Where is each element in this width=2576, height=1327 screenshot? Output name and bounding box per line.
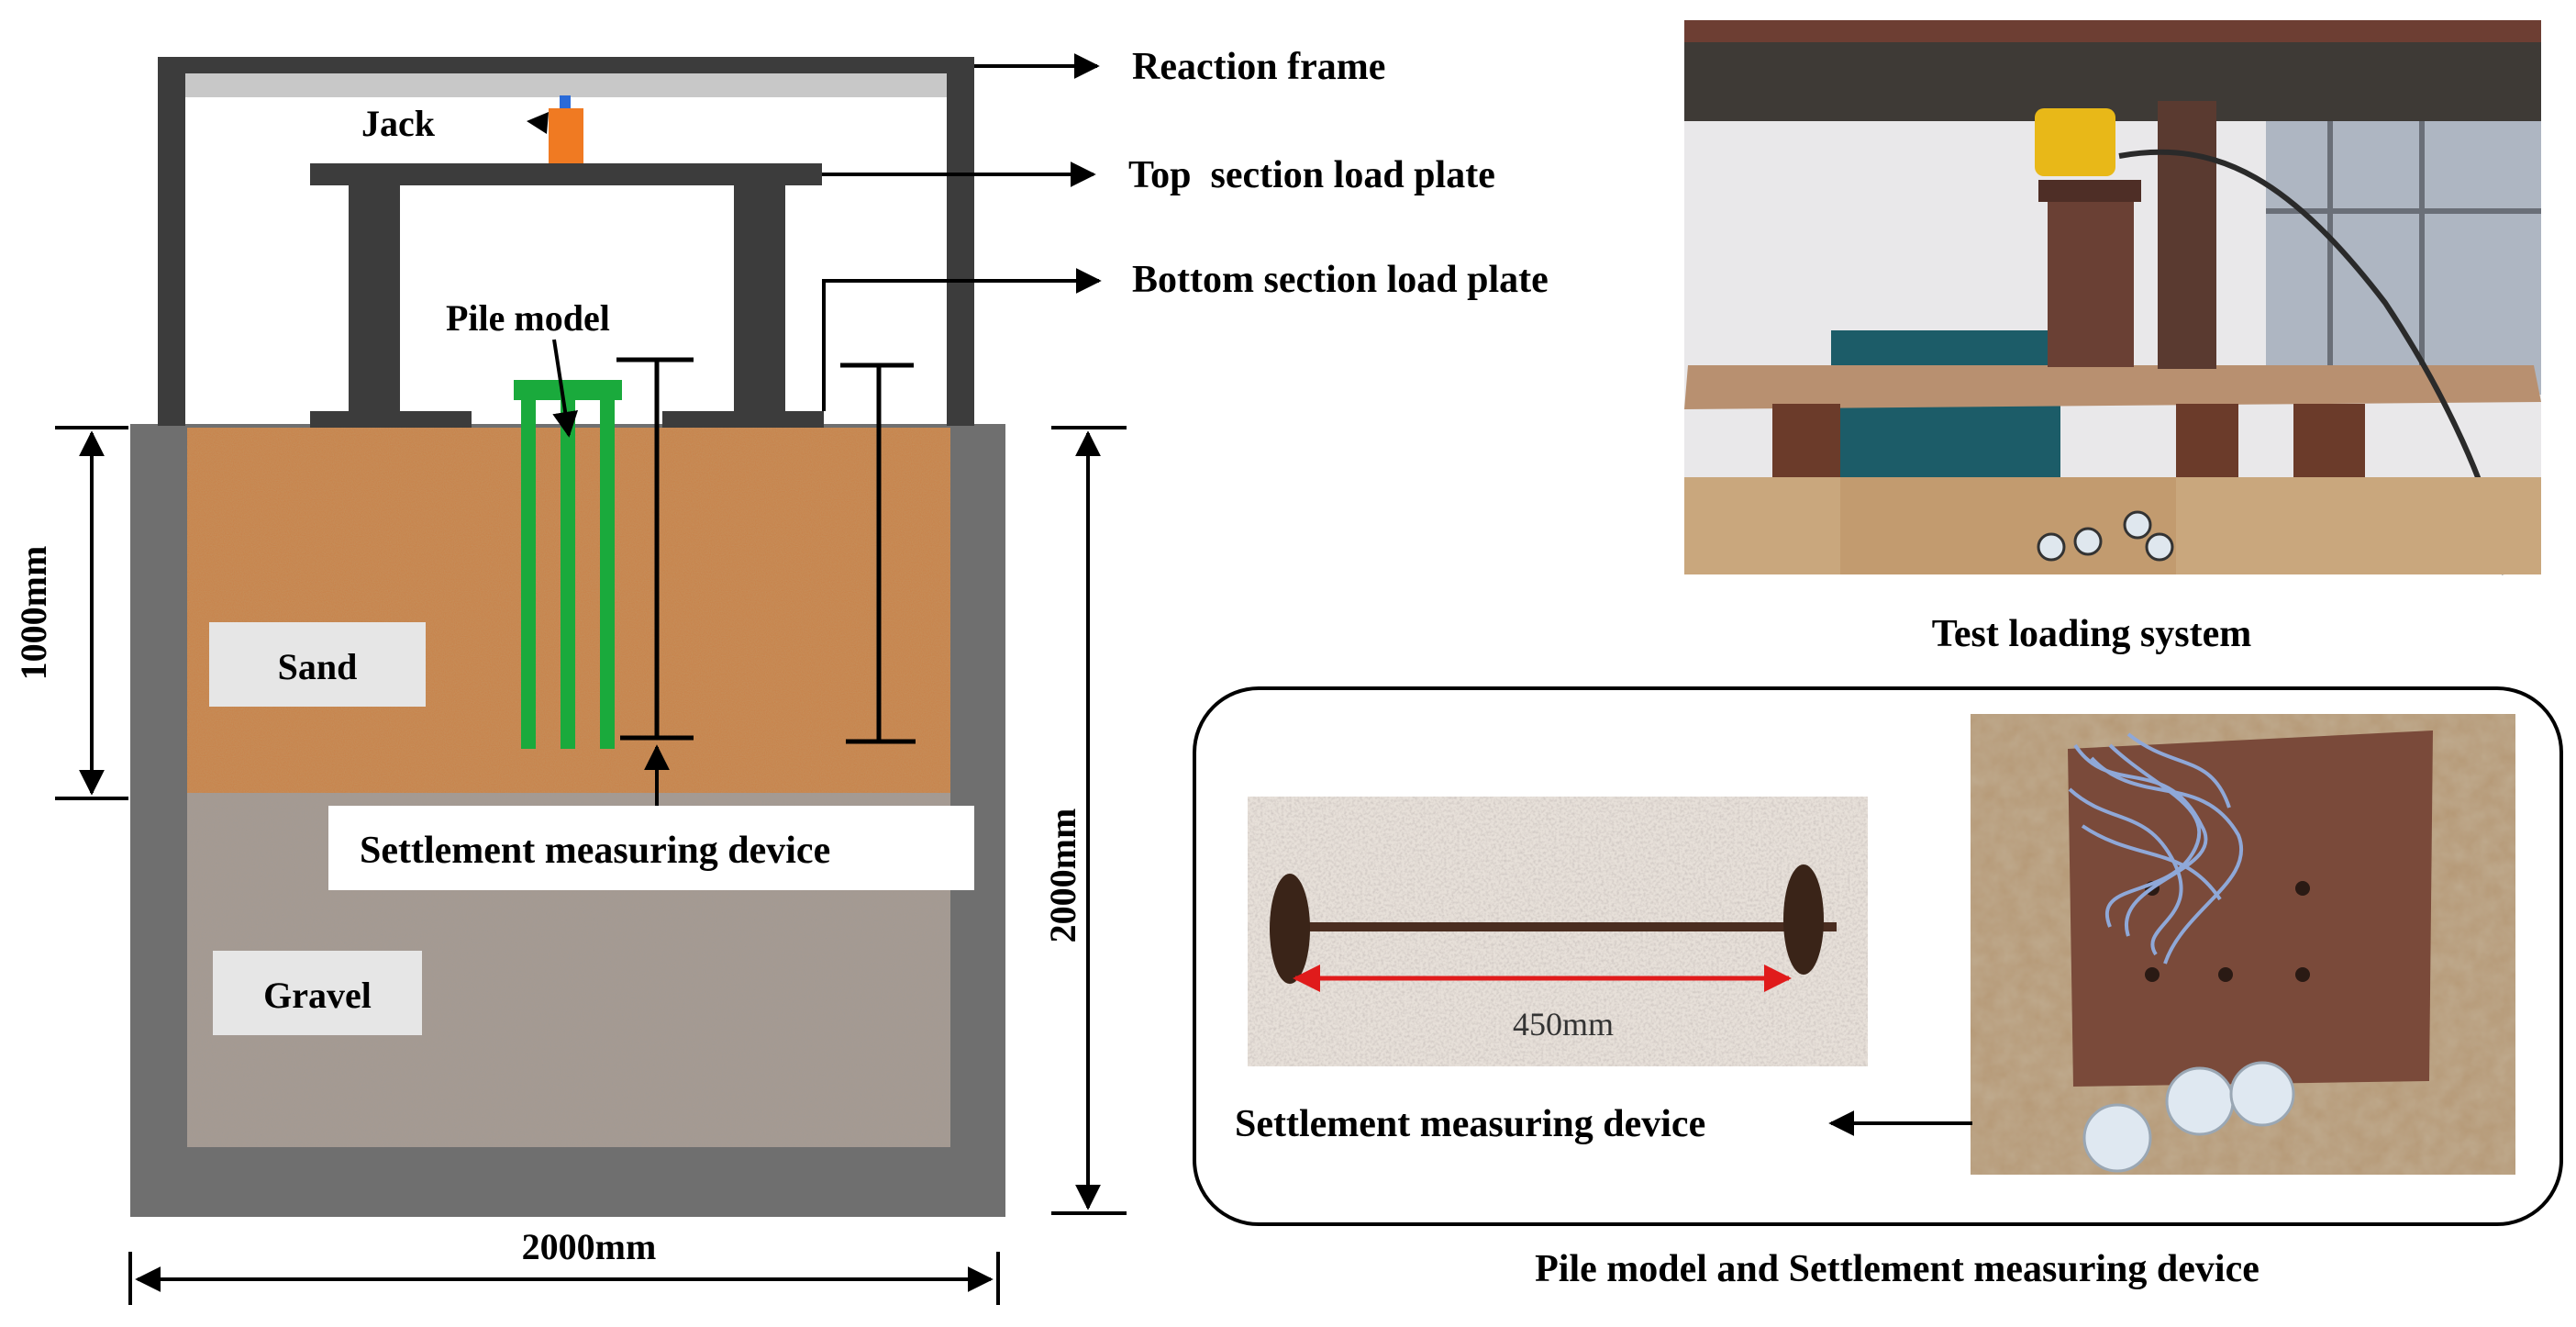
dim-1000-label: 1000mm bbox=[13, 546, 54, 681]
photo-settlement-label: Settlement measuring device bbox=[1235, 1103, 1705, 1145]
settlement-device-label: Settlement measuring device bbox=[360, 830, 830, 872]
bottom-section-load-plate bbox=[310, 411, 824, 428]
settlement-device-photo: 450mm bbox=[1248, 797, 1868, 1066]
pile-model-label: Pile model bbox=[446, 297, 610, 339]
pile-model bbox=[514, 380, 622, 749]
pile-plate-photo bbox=[1971, 714, 2515, 1175]
reaction-frame bbox=[158, 57, 974, 426]
jack bbox=[549, 95, 583, 163]
measure-450-label: 450mm bbox=[1513, 1006, 1614, 1043]
reaction-frame-label: Reaction frame bbox=[1132, 46, 1385, 88]
gravel-label: Gravel bbox=[263, 975, 372, 1016]
jack-label: Jack bbox=[361, 103, 436, 144]
sand-label-box bbox=[209, 622, 426, 707]
gravel-label-box bbox=[213, 951, 422, 1035]
settlement-rod-1 bbox=[616, 357, 694, 741]
bottom-plate-leader bbox=[822, 268, 1102, 411]
dim-2000-v-label: 2000mm bbox=[1042, 808, 1083, 943]
dim-2000-v-marker bbox=[1051, 426, 1127, 1215]
test-loading-caption: Test loading system bbox=[1932, 613, 2252, 655]
settlement-label-box bbox=[328, 806, 974, 890]
schematic: Jack Reaction frame Top section load pla… bbox=[13, 46, 1549, 1305]
jack-pointer-arrowhead bbox=[527, 112, 549, 134]
top-section-load-plate bbox=[310, 163, 822, 426]
bottom-plate-label: Bottom section load plate bbox=[1132, 259, 1549, 301]
dim-2000-h-label: 2000mm bbox=[522, 1226, 657, 1267]
settlement-rod-2 bbox=[840, 362, 916, 744]
pile-model-pointer bbox=[552, 339, 579, 438]
top-plate-label: Top section load plate bbox=[1128, 154, 1495, 196]
dim-1000-marker bbox=[55, 426, 128, 800]
sand-label: Sand bbox=[278, 646, 358, 687]
test-loading-photo bbox=[1684, 20, 2541, 575]
dim-2000-h-marker bbox=[128, 1252, 1000, 1305]
bottom-caption: Pile model and Settlement measuring devi… bbox=[1535, 1248, 2260, 1290]
frame-top-beam bbox=[185, 73, 947, 97]
